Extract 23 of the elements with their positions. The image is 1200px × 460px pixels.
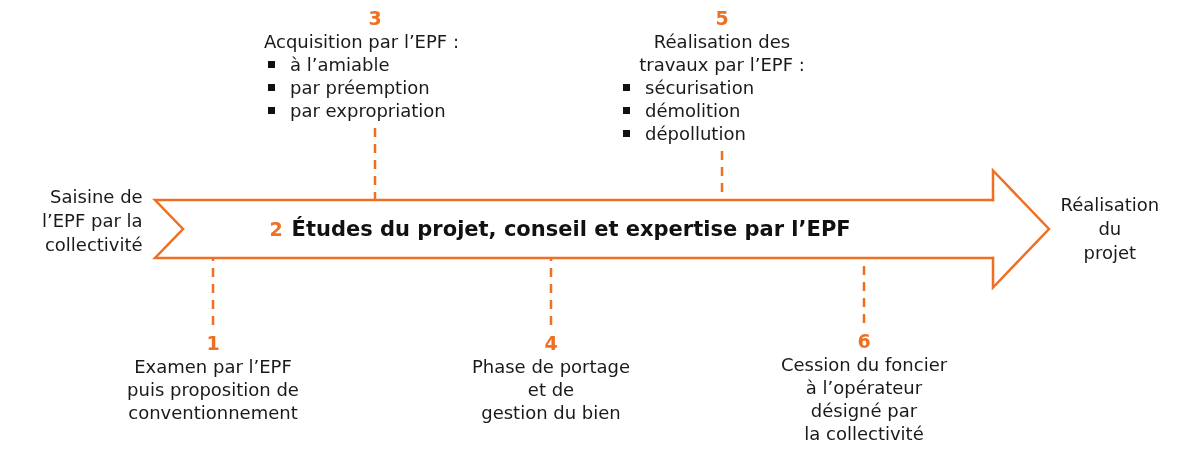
step-number: 3 (368, 6, 382, 30)
timeline-end-label: Réalisation du projet (1060, 193, 1160, 265)
step-number: 4 (544, 331, 558, 355)
leader-line (549, 258, 553, 325)
leader-line (373, 128, 377, 200)
timeline-start-label: Saisine de l’EPF par la collectivité (42, 185, 143, 257)
step-description: Examen par l’EPF puis proposition de conventionnement (127, 355, 299, 424)
step-number: 1 (206, 331, 220, 355)
step-number: 6 (857, 329, 871, 353)
list-item-text: sécurisation (645, 76, 755, 99)
list-item-text: à l’amiable (290, 53, 390, 76)
step-description: Réalisation des travaux par l’EPF : (639, 30, 805, 76)
step-number: 5 (715, 6, 729, 30)
list-item-text: par préemption (290, 76, 430, 99)
step-description: Cession du foncier à l’opérateur désigné par la collectivité (780, 353, 948, 445)
step-description: Phase de portage et de gestion du bien (471, 355, 631, 424)
leader-line (211, 258, 215, 325)
list-item-text: par expropriation (290, 99, 446, 122)
list-item-text: démolition (645, 99, 741, 122)
list-item-text: dépollution (645, 122, 746, 145)
banner-title: Études du projet, conseil et expertise par l’EPF (291, 215, 851, 243)
step-number: 2 (269, 217, 283, 242)
step-description: Acquisition par l’EPF : (264, 30, 459, 53)
